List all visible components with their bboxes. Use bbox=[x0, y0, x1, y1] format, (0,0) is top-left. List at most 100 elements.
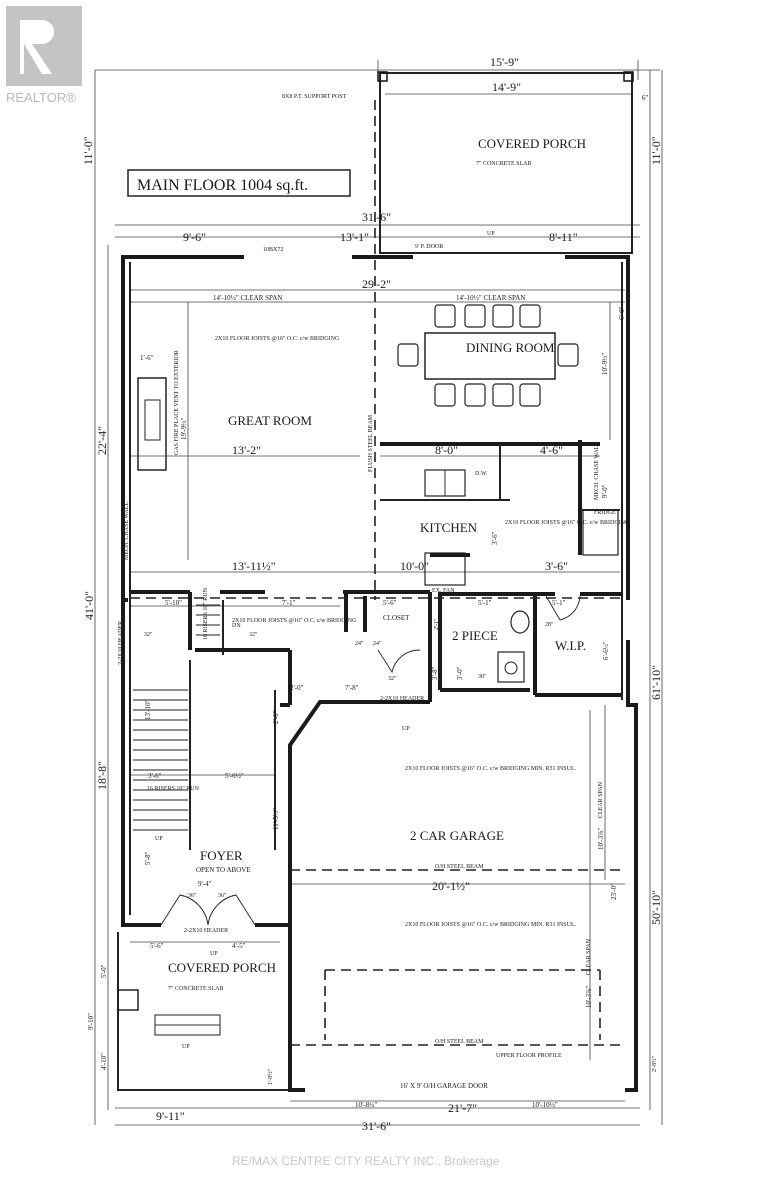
note-garage-door: 16' X 9' O/H GARAGE DOOR bbox=[400, 1082, 488, 1090]
note-header-left: 2-2X10 HEADER bbox=[118, 621, 124, 665]
label-foyer-note: OPEN TO ABOVE bbox=[196, 866, 251, 874]
dim-1-6: 1'-6" bbox=[140, 354, 154, 362]
dim-9-10: 9'-10" bbox=[87, 1013, 95, 1030]
dim-9-0: 9'-0" bbox=[601, 484, 609, 498]
label-porch-top: COVERED PORCH bbox=[478, 136, 586, 151]
note-door-32b: 32" bbox=[249, 632, 258, 638]
note-door-36b: 36" bbox=[218, 893, 227, 899]
label-garage: 2 CAR GARAGE bbox=[410, 828, 504, 843]
dim-23-0: 23'-0" bbox=[610, 883, 618, 900]
note-oh-beam-1: O/H STEEL BEAM bbox=[435, 864, 484, 870]
note-joists-hall: 2X10 FLOOR JOISTS @16" O.C. c/w BRIDGING bbox=[232, 618, 357, 624]
dim-5-6: 5'-6" bbox=[383, 599, 397, 607]
dim-5-6f: 5'-6" bbox=[150, 942, 164, 950]
dim-11-5: 11'-5½" bbox=[272, 808, 280, 830]
dim-31-6-bot: 31'-6" bbox=[362, 1119, 391, 1133]
label-two-piece: 2 PIECE bbox=[452, 628, 498, 643]
exterior-walls bbox=[121, 255, 638, 1092]
dimension-lines bbox=[94, 60, 663, 1126]
dim-2-1: 2'-1" bbox=[434, 618, 440, 630]
realtor-text: REALTOR® bbox=[6, 90, 76, 105]
dining-set bbox=[397, 304, 579, 407]
dim-10-3a: 10'-3⅞" bbox=[597, 828, 605, 850]
dim-22-4: 22'-4" bbox=[95, 426, 109, 455]
note-window-right: 6BX72 bbox=[626, 343, 632, 360]
note-p-door: 9' P. DOOR bbox=[415, 244, 443, 250]
dim-7-1: 7'-1" bbox=[282, 599, 296, 607]
bathroom-fixtures bbox=[497, 610, 530, 683]
dim-14-10-a: 14'-10½" CLEAR SPAN bbox=[213, 294, 282, 302]
dim-14-9: 14'-9" bbox=[492, 80, 521, 94]
door-swings bbox=[160, 595, 581, 926]
note-clear-span-1: CLEAR SPAN bbox=[598, 781, 604, 818]
dim-13-1: 13'-1" bbox=[340, 230, 369, 244]
realtor-logo: REALTOR® bbox=[6, 6, 82, 105]
dim-14-10-b: 14'-10½" CLEAR SPAN bbox=[456, 294, 525, 302]
beams bbox=[130, 100, 625, 1046]
note-up-garage: UP bbox=[402, 726, 410, 732]
note-fireplace: GAS FIRE PLACE VENT TO EXTERIOR bbox=[174, 350, 180, 455]
dim-13-2: 13'-2" bbox=[232, 443, 261, 457]
dim-21-7: 21'-7" bbox=[448, 1101, 477, 1115]
note-door-24b: 24" bbox=[373, 641, 382, 647]
dim-29-2: 29'-2" bbox=[362, 277, 391, 291]
dim-50-10: 50'-10" bbox=[649, 890, 663, 925]
note-mech-chase-left: MECH. CHASE WALL bbox=[124, 502, 130, 560]
label-great-room: GREAT ROOM bbox=[228, 413, 312, 428]
dim-10-3b: 10'-3⅞" bbox=[585, 986, 593, 1008]
dim-7-8: 7'-8" bbox=[345, 684, 359, 692]
note-dn: DN bbox=[232, 623, 241, 629]
dim-15-9: 15'-9" bbox=[490, 55, 519, 69]
dim-10-9: 10'-9½" bbox=[601, 353, 609, 375]
dim-5-1: 5'-1" bbox=[478, 599, 492, 607]
label-porch-top-note: 7" CONCRETE SLAB bbox=[476, 161, 531, 167]
annotations: 8X8 P.T. SUPPORT POST 10BX72 9' P. DOOR … bbox=[118, 94, 632, 1090]
dim-5-8: 5'-8" bbox=[144, 851, 152, 865]
label-foyer: FOYER bbox=[200, 848, 243, 863]
note-clear-span-2: CLEAR SPAN bbox=[586, 938, 592, 975]
dim-18-8: 18'-8" bbox=[95, 761, 109, 790]
note-door-32c: 32" bbox=[388, 676, 397, 682]
label-porch-bottom-note: 7" CONCRETE SLAB bbox=[168, 986, 223, 992]
note-oh-beam-2: O/H STEEL BEAM bbox=[435, 1039, 484, 1045]
dim-6-0: 6'-0" bbox=[618, 306, 626, 320]
dim-11-0-right: 11'-0" bbox=[649, 136, 663, 165]
floor-title: MAIN FLOOR 1004 sq.ft. bbox=[137, 177, 308, 194]
dim-2-0a: 2'-0" bbox=[290, 684, 304, 692]
note-joists-garage-1: 2X10 FLOOR JOISTS @16" O.C. c/w BRIDGING… bbox=[405, 766, 577, 772]
dim-4-6: 4'-6" bbox=[540, 443, 563, 457]
note-support-post: 8X8 P.T. SUPPORT POST bbox=[282, 94, 347, 100]
note-door-24a: 24" bbox=[355, 641, 364, 647]
note-flush-beam: FLUSH STEEL BEAM bbox=[368, 414, 374, 472]
label-kitchen: KITCHEN bbox=[420, 520, 478, 535]
dim-3-0: 3'-0" bbox=[456, 666, 464, 680]
dim-61-10: 61'-10" bbox=[649, 665, 663, 700]
label-fridge: FRIDGE bbox=[594, 510, 616, 516]
dim-13-10: 13'-10" bbox=[144, 699, 152, 720]
dim-5-10: 5'-10" bbox=[165, 599, 182, 607]
note-risers-stair: 16 RISERS 10" RUN bbox=[147, 786, 200, 792]
dim-8-11: 8'-11" bbox=[549, 230, 578, 244]
note-door-36a: 36" bbox=[188, 893, 197, 899]
note-risers-top: 16 RISERS 10" RUN bbox=[203, 587, 209, 640]
note-joists-great: 2X10 FLOOR JOISTS @16" O.C. c/w BRIDGING bbox=[215, 336, 340, 342]
note-joists-garage-2: 2X10 FLOOR JOISTS @16" O.C. c/w BRIDGING… bbox=[405, 922, 577, 928]
dim-5-6h: 5'-6½" bbox=[225, 772, 244, 780]
dim-2-0b: 2'-0" bbox=[272, 710, 280, 724]
label-closet: CLOSET bbox=[383, 614, 410, 622]
dim-1-8: 1'-8½" bbox=[267, 1068, 274, 1085]
note-header-garage: 2-2X10 HEADER bbox=[380, 696, 424, 702]
dim-41-0: 41'-0" bbox=[82, 591, 96, 620]
note-door-30: 30" bbox=[478, 674, 487, 680]
dim-9-11: 9'-11" bbox=[156, 1109, 185, 1123]
dim-6-6: 6'-6½" bbox=[602, 641, 610, 660]
note-mech-chase-right: MECH. CHASE WALL bbox=[594, 442, 600, 500]
dim-10-0: 10'-0" bbox=[400, 559, 429, 573]
dim-5-1b: 5'-1" bbox=[552, 599, 566, 607]
dim-6: 6" bbox=[642, 94, 649, 102]
room-labels: COVERED PORCH 7" CONCRETE SLAB DINING RO… bbox=[168, 136, 616, 992]
note-header-front: 2-2X10 HEADER bbox=[184, 928, 228, 934]
label-porch-bottom: COVERED PORCH bbox=[168, 960, 276, 975]
note-up-porch: UP bbox=[182, 1044, 190, 1050]
dimension-labels: 15'-9" 14'-9" 6" 11'-0" 11'-0" 31'-6" 9'… bbox=[81, 55, 663, 1133]
